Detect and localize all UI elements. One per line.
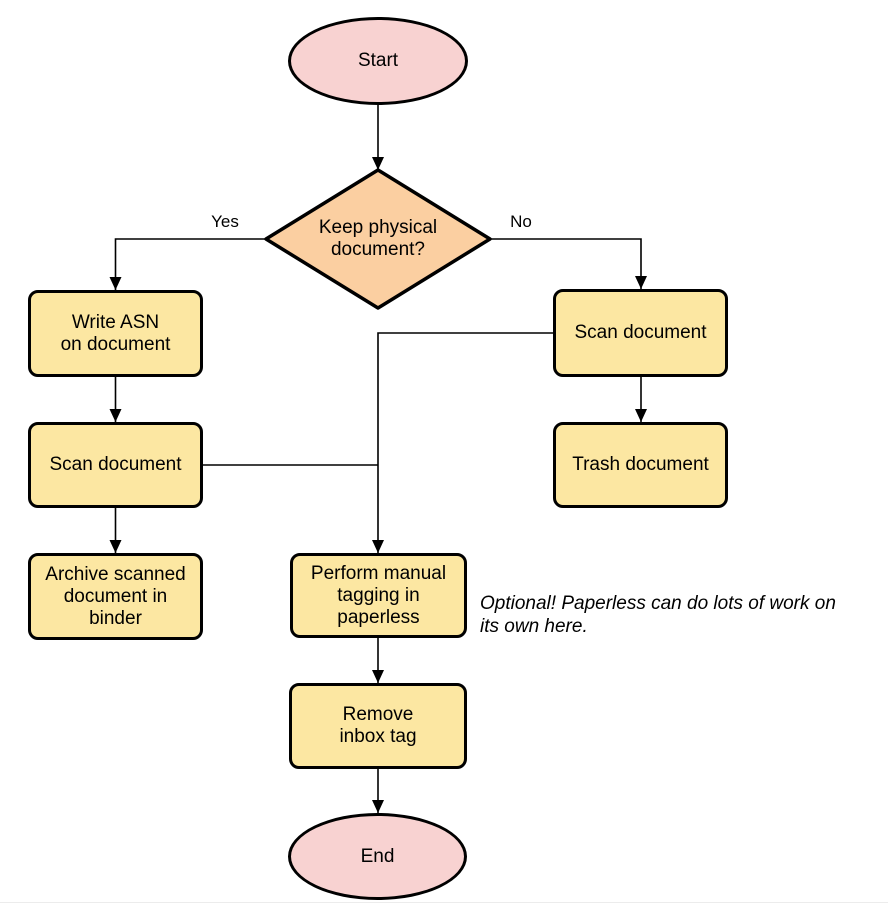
node-scan-document-right-label: Scan document [574,322,707,343]
edge-scanright-tagging [372,332,553,553]
node-start: Start [288,17,468,105]
node-manual-tagging-label: Perform manual tagging in paperless [310,562,447,628]
edge-label-no: No [508,212,534,231]
node-write-asn: Write ASN on document [28,290,203,377]
node-scan-document-right: Scan document [553,289,728,377]
node-archive-binder-label: Archive scanned document in binder [45,563,186,629]
node-trash-document-label: Trash document [572,454,709,475]
node-decision-label-box: Keep physical document? [278,201,478,277]
node-remove-inbox-tag: Remove inbox tag [289,683,467,769]
decision-diamond-shape [264,168,492,310]
node-remove-inbox-tag-label: Remove inbox tag [339,704,417,747]
node-scan-document-left: Scan document [28,422,203,508]
annotation-optional-note: Optional! Paperless can do lots of work … [480,593,836,637]
node-start-label: Start [357,50,399,71]
node-write-asn-label: Write ASN on document [60,311,171,355]
node-trash-document: Trash document [553,422,728,508]
edge-decision-writeasn-yes [109,238,266,290]
node-end-label: End [360,845,395,867]
node-decision-label: Keep physical document? [318,217,438,260]
node-archive-binder: Archive scanned document in binder [28,553,203,640]
node-end: End [288,813,467,900]
node-manual-tagging: Perform manual tagging in paperless [290,553,467,638]
page-bottom-divider [0,902,888,903]
node-scan-document-left-label: Scan document [49,454,182,475]
edge-label-yes: Yes [209,212,241,231]
edge-decision-scanright-no [490,238,647,289]
